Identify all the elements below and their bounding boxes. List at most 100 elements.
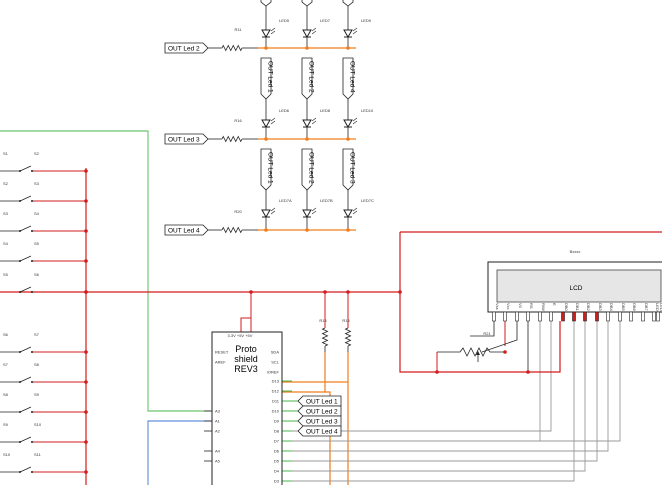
wire [292, 318, 552, 432]
net-label[interactable]: OUT Led 2 [164, 42, 209, 54]
switch-ref: S9 [3, 422, 9, 427]
lcd-pin-label: DB5 [621, 303, 626, 312]
lcd-title: LCD [569, 285, 582, 292]
switch-ref: S3 [3, 211, 9, 216]
lcd-pin-label: V0 [518, 303, 523, 309]
lcd-pin-label: R/W [541, 303, 546, 311]
switch-ref: S1 [3, 151, 9, 156]
push-switch[interactable] [19, 255, 33, 262]
switch-contact [31, 471, 33, 473]
junction-dot [526, 370, 530, 374]
net-label-box [164, 224, 209, 236]
net-label[interactable]: OUT Led 3 [164, 133, 209, 145]
wire [282, 352, 326, 393]
potentiometer-symbol[interactable] [437, 347, 505, 362]
lcd-pin [515, 311, 519, 322]
right-pin-label: D9 [274, 419, 280, 424]
led-triangle [302, 209, 312, 219]
switch-ref: S7 [3, 362, 9, 367]
lcd-pin-label: DB4 [609, 303, 614, 312]
wire [240, 292, 252, 332]
push-switch[interactable] [19, 286, 33, 293]
resistor-label: R16 [234, 118, 242, 123]
lcd-pin [606, 311, 610, 322]
resistor-symbol [321, 327, 329, 347]
led-column-tag[interactable]: OUT Led 4 [342, 57, 355, 100]
led[interactable]: LED7A [261, 198, 292, 219]
led[interactable]: LED8 [302, 108, 331, 129]
wire [292, 318, 541, 442]
led[interactable]: LED10 [343, 108, 374, 129]
contrast-potentiometer[interactable]: R21 [483, 331, 491, 336]
shield-power-pins: 3.3V +5V +5V [228, 333, 253, 338]
switch-lever [19, 165, 32, 172]
led-column-tag[interactable]: OUT Led 1 [260, 57, 273, 100]
led-label: LED7C [361, 198, 374, 203]
led-label: LED10 [361, 108, 374, 113]
led[interactable]: LED9 [343, 18, 372, 39]
led[interactable]: LED6 [261, 108, 290, 129]
led-column-tag[interactable]: OUT Led 2 [301, 148, 314, 191]
led-column-tag-text: OUT Led 4 [348, 61, 355, 93]
lcd-pin [652, 311, 656, 322]
led-column-tag[interactable]: OUT Led 1 [260, 148, 273, 191]
switch-ref: S5 [3, 272, 9, 277]
net-label[interactable]: OUT Led 3 [297, 415, 342, 427]
push-switch[interactable] [19, 466, 33, 473]
resistor-symbol [221, 44, 243, 52]
pullup-label: R15 [342, 318, 350, 323]
lcd-pin [583, 311, 587, 322]
lcd-pin [572, 311, 576, 322]
resistor-symbol [344, 327, 352, 347]
net-label[interactable]: OUT Led 4 [164, 224, 209, 236]
push-switch[interactable] [19, 376, 33, 383]
push-switch[interactable] [19, 406, 33, 413]
led[interactable]: LED7C [343, 198, 374, 219]
lcd-pin [503, 311, 507, 322]
net-label[interactable]: OUT Led 2 [297, 405, 342, 417]
pullup-label: R14 [319, 318, 327, 323]
shield-title-line2: shield [234, 354, 258, 364]
resistor-symbol [221, 135, 243, 143]
led-column-tag[interactable]: OUT Led 2 [301, 57, 314, 100]
lcd-pin-label: Vcc [506, 303, 511, 310]
net-label[interactable]: OUT Led 4 [297, 425, 342, 437]
push-switch[interactable] [19, 225, 33, 232]
resistor-symbol [221, 226, 243, 234]
lcd-pin [561, 311, 565, 322]
lcd-pin [526, 311, 530, 322]
wire [470, 321, 495, 337]
net-label-text: OUT Led 1 [306, 398, 338, 405]
net-label[interactable]: OUT Led 1 [297, 395, 342, 407]
push-switch[interactable] [19, 346, 33, 353]
right-pin-label: SCL [271, 360, 280, 365]
push-switch[interactable] [19, 165, 33, 172]
arduino-proto-shield[interactable]: Proto shield REV3 3.3V +5V +5V RESETAREF… [211, 331, 283, 485]
junction-dot [503, 350, 507, 354]
net-label-text: OUT Led 3 [168, 136, 200, 143]
push-switch[interactable] [19, 195, 33, 202]
pot-arrow [476, 351, 480, 355]
switch-lever [19, 255, 32, 262]
led-column-tag[interactable]: OUT Led 3 [342, 148, 355, 191]
switch-contact [31, 230, 33, 232]
shield-title-line3: REV3 [234, 364, 258, 374]
net-label-text: OUT Led 4 [306, 428, 338, 435]
wire [292, 318, 609, 452]
right-pin-label: D3 [274, 479, 280, 484]
led[interactable]: LED7 [302, 18, 331, 39]
switch-lever [19, 346, 32, 353]
led[interactable]: LED5 [261, 18, 290, 39]
led[interactable]: LED7B [302, 198, 333, 219]
push-switch[interactable] [19, 436, 33, 443]
led-column-tag-box [260, 148, 272, 191]
led-column-tag-text: OUT Led 2 [307, 61, 314, 93]
led-arrow [270, 207, 276, 212]
wire [399, 232, 437, 373]
lcd-pin [492, 311, 496, 322]
led-arrow [270, 30, 276, 35]
lcd-pin [629, 311, 633, 322]
led-triangle [302, 29, 312, 39]
